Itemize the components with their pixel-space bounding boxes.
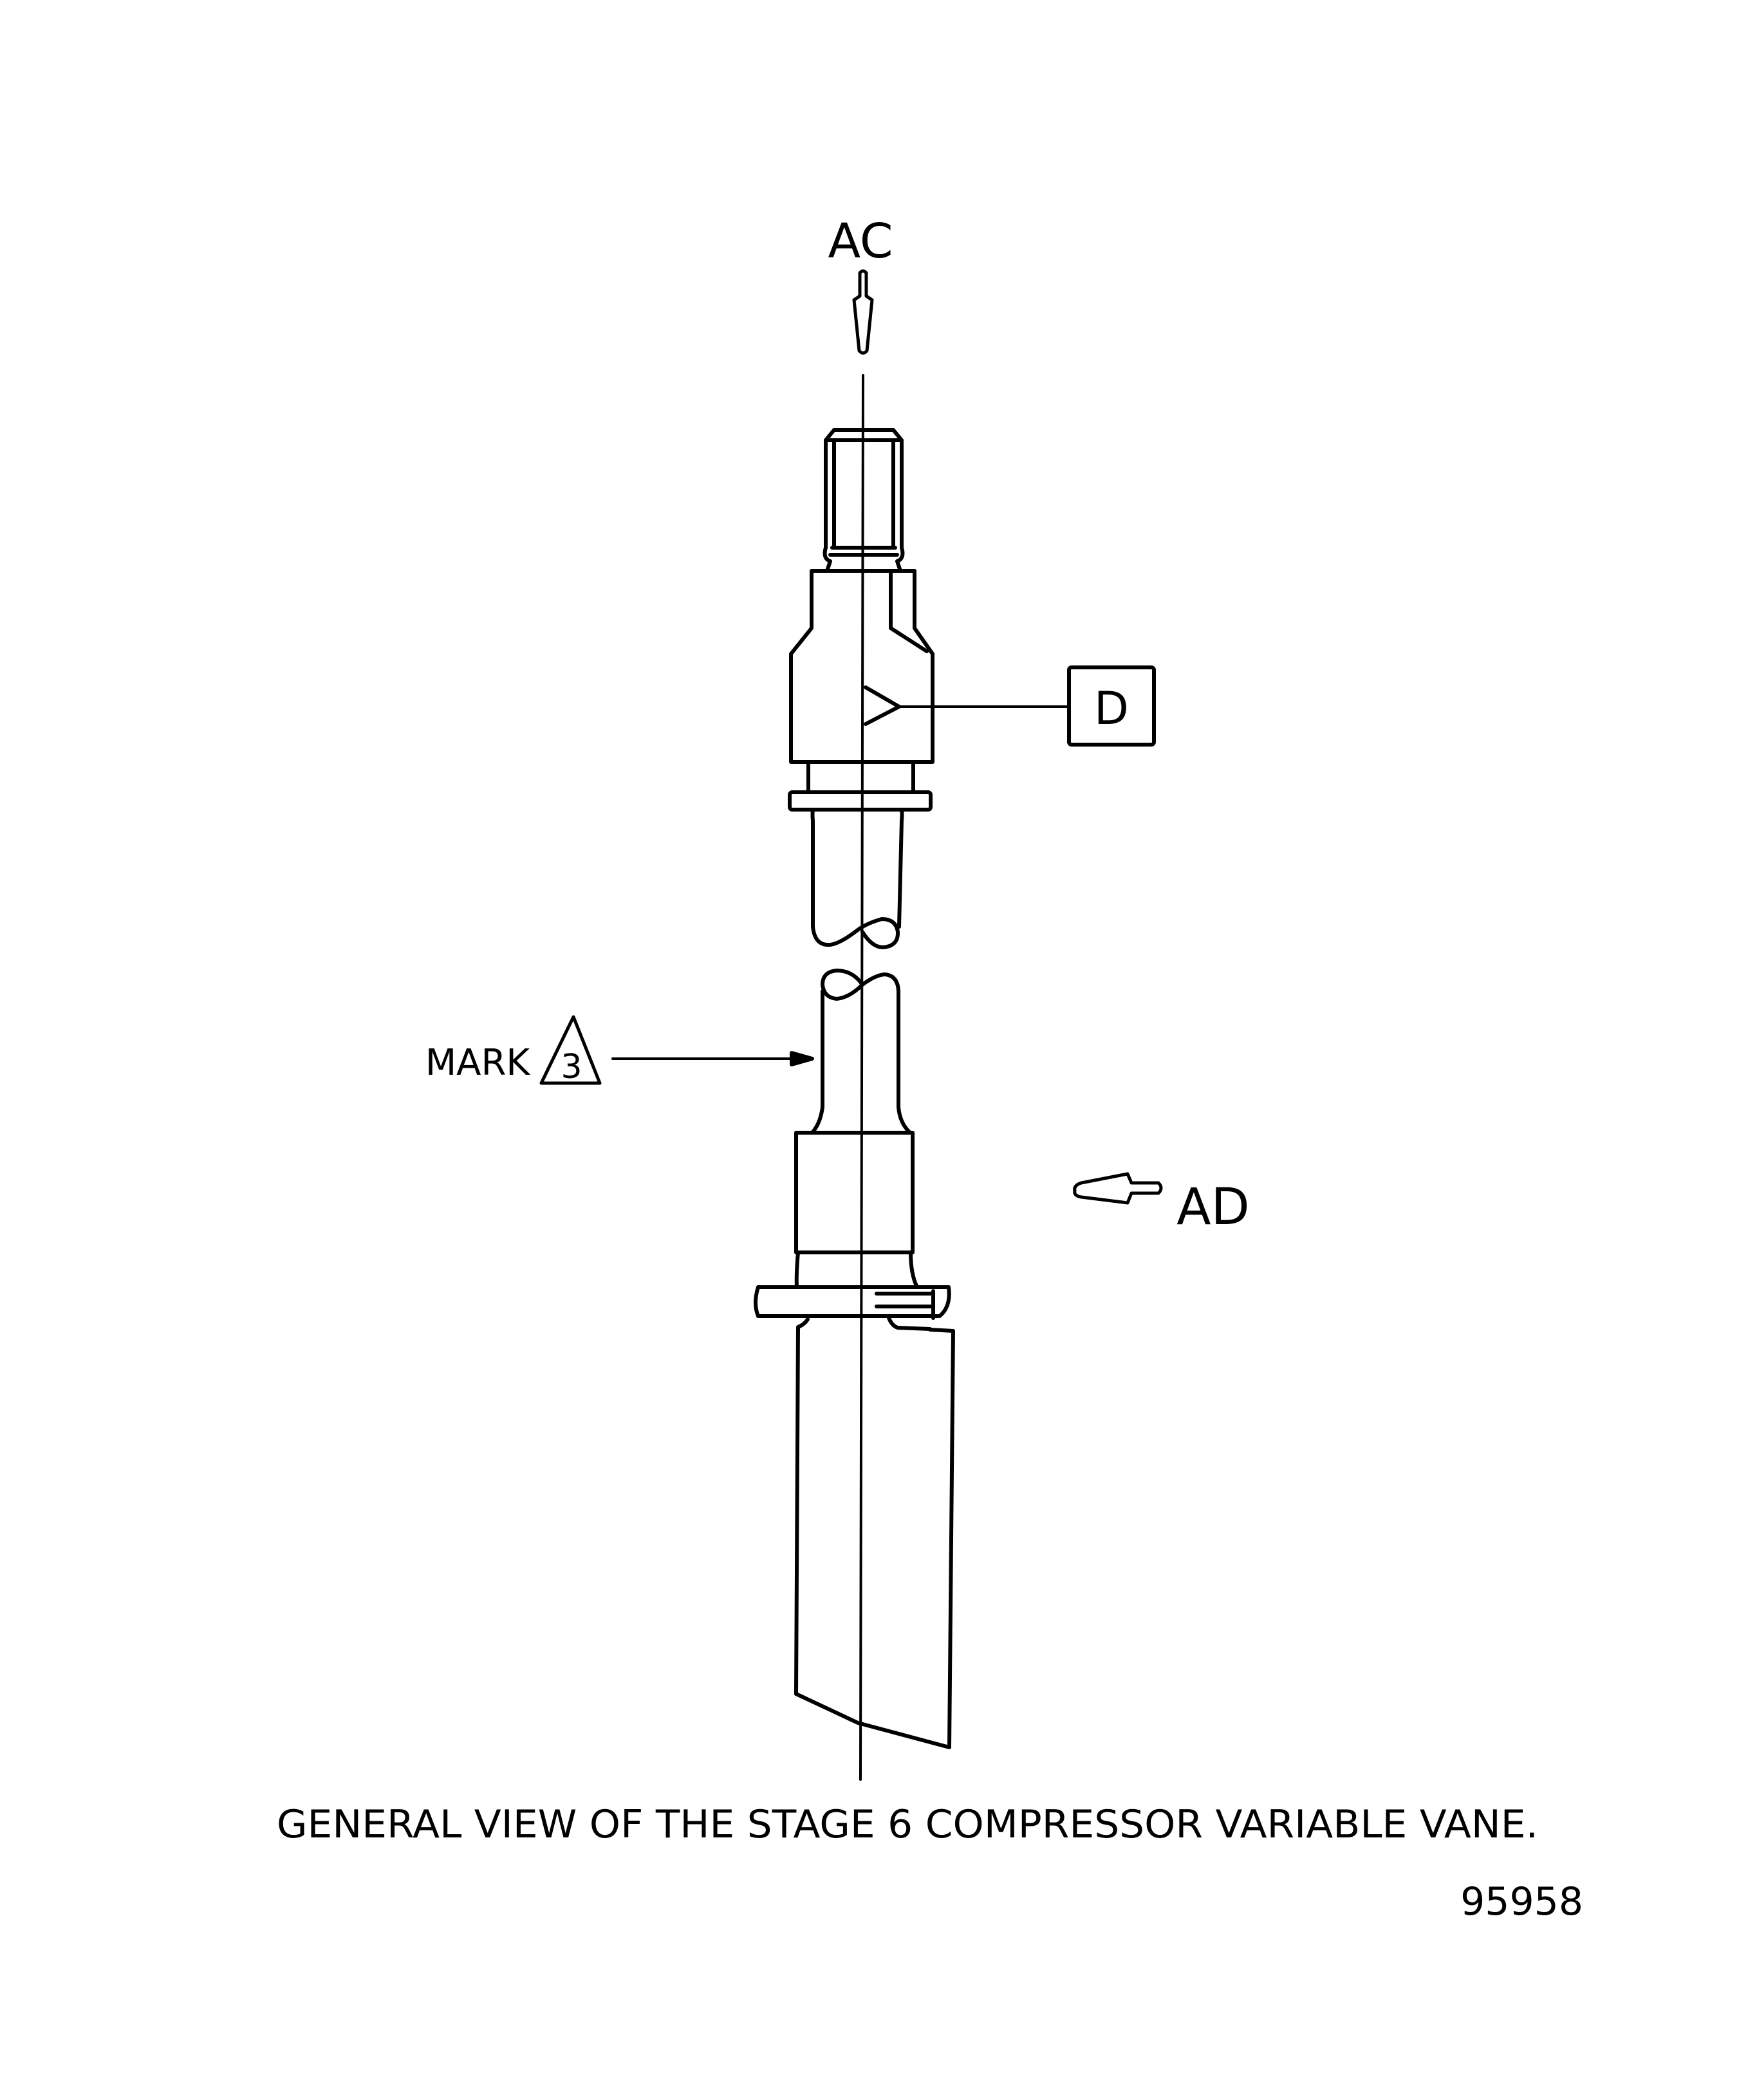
d-callout-label: D — [1094, 682, 1129, 735]
collar — [788, 761, 933, 812]
threaded-end — [823, 428, 905, 573]
figure-caption: GENERAL VIEW OF THE STAGE 6 COMPRESSOR V… — [277, 1802, 1538, 1847]
lower-body — [794, 1131, 919, 1289]
centerline — [859, 374, 864, 1781]
d-marker-triangle-icon — [864, 685, 901, 726]
mark-triangle-icon — [539, 1015, 602, 1085]
shaft-upper — [810, 808, 904, 949]
view-label-ad: AD — [1176, 1178, 1249, 1236]
view-arrow-ac-icon — [852, 269, 874, 355]
mark-number: 3 — [561, 1048, 582, 1086]
platform — [754, 1285, 951, 1331]
vane-blade — [794, 1317, 955, 1749]
d-callout-box — [1067, 665, 1156, 747]
upper-body — [789, 569, 1070, 764]
shaft-lower — [810, 969, 912, 1135]
view-label-ac: AC — [828, 214, 893, 269]
figure-number: 95958 — [1460, 1879, 1583, 1924]
mark-label: MARK — [425, 1042, 531, 1084]
mark-leader — [539, 1015, 814, 1085]
view-arrow-ad-icon — [1073, 1172, 1163, 1205]
